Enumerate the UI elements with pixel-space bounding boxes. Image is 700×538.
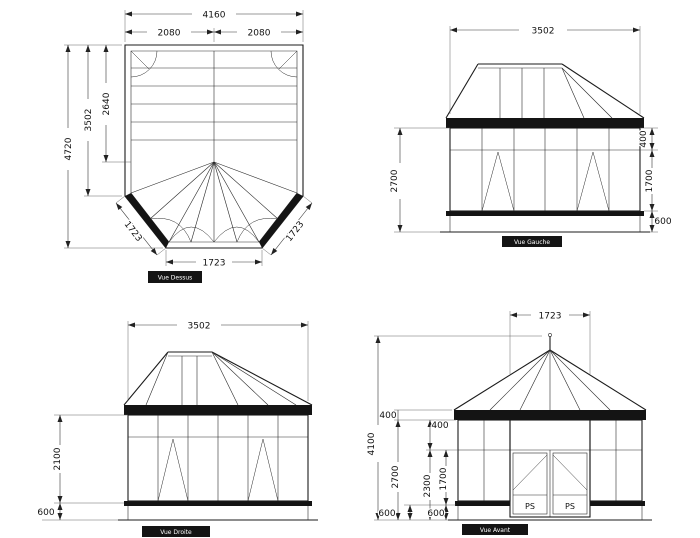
dim-body-height: 2700 bbox=[391, 465, 401, 488]
fascia-band bbox=[454, 410, 646, 420]
plan-view: 4160 2080 2080 4720 3502 2640 1723 bbox=[63, 9, 313, 283]
dim-overall-width: 4160 bbox=[203, 11, 226, 21]
roof bbox=[445, 63, 645, 119]
bay-hip-rafters bbox=[130, 161, 298, 243]
dim-rect-depth: 3502 bbox=[84, 109, 94, 132]
left-elevation-view: 3502 2700 400 1700 600 Vue Gauche bbox=[389, 25, 673, 247]
left-elevation-dimensions: 3502 2700 400 1700 600 bbox=[389, 25, 673, 233]
roof-vent-arc-left bbox=[130, 50, 158, 78]
dim-base-outer: 600 bbox=[378, 509, 395, 519]
dim-height-to-eaves: 2700 bbox=[390, 169, 400, 192]
plan-chamfer-right bbox=[259, 193, 303, 248]
left-elevation-label: Vue Gauche bbox=[514, 239, 550, 246]
fascia-band bbox=[124, 405, 312, 415]
dim-bay-front: 1723 bbox=[203, 259, 226, 269]
dim-window: 1700 bbox=[439, 467, 449, 490]
dim-fascia: 400 bbox=[379, 411, 396, 421]
front-elevation-label: Vue Avant bbox=[480, 527, 511, 534]
plan-chamfer-left bbox=[125, 193, 169, 248]
right-elevation-label: Vue Droite bbox=[160, 529, 192, 536]
front-elevation-label-box bbox=[462, 524, 528, 535]
opening-symbol bbox=[247, 438, 279, 502]
door-left-label: PS bbox=[525, 502, 535, 511]
roof-vent-arc-right bbox=[270, 50, 298, 78]
front-elevation-view: PS PS 1723 bbox=[366, 310, 652, 535]
dim-bay-side-left: 1723 bbox=[122, 220, 144, 244]
dim-door-height: 2300 bbox=[423, 474, 433, 497]
dim-window: 1700 bbox=[645, 169, 655, 192]
cill-band bbox=[124, 501, 312, 506]
right-elevation-dimensions: 3502 2100 600 bbox=[36, 320, 309, 521]
fascia-band bbox=[446, 118, 644, 128]
dim-half-width-left: 2080 bbox=[158, 29, 181, 39]
opening-symbol bbox=[576, 151, 610, 212]
roof bbox=[453, 333, 647, 411]
plan-label: Vue Dessus bbox=[158, 275, 193, 282]
dim-base: 600 bbox=[427, 509, 444, 519]
finial bbox=[548, 333, 552, 337]
opening-symbol bbox=[157, 438, 189, 502]
dim-base: 600 bbox=[37, 508, 54, 518]
plan-label-box bbox=[148, 271, 202, 283]
cill-band bbox=[446, 211, 644, 216]
cill-band-right bbox=[590, 501, 645, 506]
dim-width: 3502 bbox=[188, 322, 211, 332]
dim-width: 3502 bbox=[532, 27, 555, 37]
cill-band-left bbox=[455, 501, 510, 506]
dim-half-width-right: 2080 bbox=[248, 29, 271, 39]
dim-toplight: 400 bbox=[639, 130, 649, 147]
door-leaf-left bbox=[512, 452, 548, 515]
dim-toplight: 400 bbox=[431, 421, 448, 431]
dim-overall-depth: 4720 bbox=[64, 137, 74, 160]
opening-symbol bbox=[481, 151, 515, 212]
dim-base: 600 bbox=[654, 217, 671, 227]
left-elevation-label-box bbox=[502, 236, 562, 247]
right-elevation-label-box bbox=[142, 526, 210, 537]
dim-ridge-depth: 2640 bbox=[102, 92, 112, 115]
dim-bay-side-right: 1723 bbox=[284, 220, 306, 244]
right-elevation-view: 3502 2100 600 Vue Droite bbox=[36, 320, 318, 537]
dim-facet-width: 1723 bbox=[539, 312, 562, 322]
double-doors: PS PS bbox=[509, 419, 591, 518]
dim-frames: 2100 bbox=[53, 447, 63, 470]
roof bbox=[123, 351, 313, 406]
front-elevation-dimensions: 1723 4100 400 2700 600 400 2300 170 bbox=[366, 310, 591, 520]
door-right-label: PS bbox=[565, 502, 575, 511]
door-leaf-right bbox=[552, 452, 588, 515]
dim-total-height: 4100 bbox=[367, 432, 377, 455]
